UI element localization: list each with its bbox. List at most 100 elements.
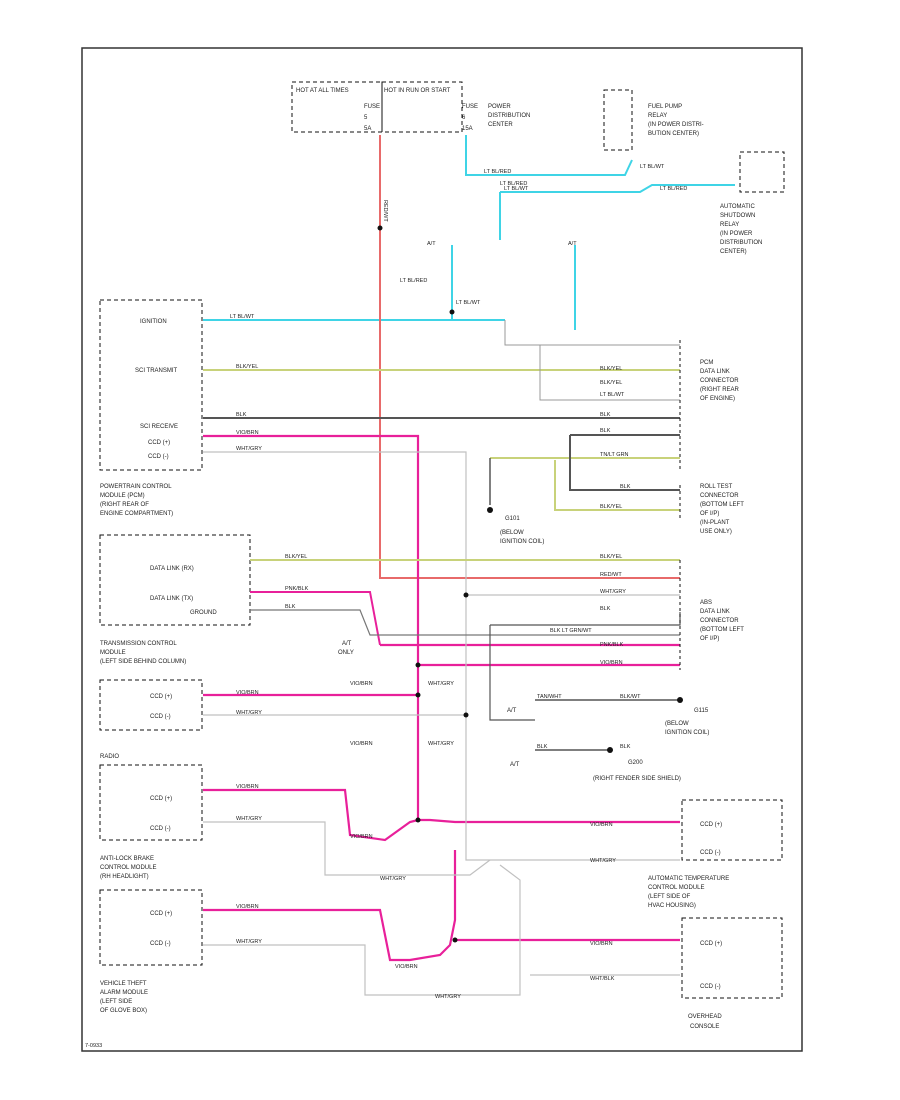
right-module-bottom: CCD (+) CCD (-) (681, 917, 783, 999)
svg-text:WHT/GRY: WHT/GRY (380, 876, 406, 882)
svg-text:WHT/GRY: WHT/GRY (428, 741, 454, 747)
svg-text:(BOTTOM LEFT: (BOTTOM LEFT (700, 627, 744, 633)
svg-text:WHT/GRY: WHT/GRY (435, 994, 461, 1000)
svg-text:WHT/GRY: WHT/GRY (600, 589, 626, 595)
svg-text:G101: G101 (505, 516, 520, 522)
right-module-top: CCD (+) CCD (-) (681, 799, 783, 861)
ccd-plus-bus (203, 434, 680, 962)
svg-text:WHT/GRY: WHT/GRY (428, 681, 454, 687)
svg-text:ENGINE COMPARTMENT): ENGINE COMPARTMENT) (100, 511, 173, 517)
pcm-pin-ccd-minus: CCD (-) (148, 454, 169, 460)
svg-text:FUEL PUMP: FUEL PUMP (648, 104, 682, 110)
fuse-box-left: HOT AT ALL TIMES FUSE 5 5A (291, 81, 383, 133)
svg-text:BLK LT GRN/WT: BLK LT GRN/WT (550, 628, 592, 634)
svg-text:A/T: A/T (507, 708, 517, 714)
power-distribution-center-label: POWER DISTRIBUTION CENTER (488, 104, 530, 128)
svg-text:(BELOW: (BELOW (665, 721, 689, 727)
svg-text:CCD (+): CCD (+) (700, 941, 722, 947)
fuse-left-rating: 5A (364, 126, 371, 132)
svg-text:TN/LT GRN: TN/LT GRN (600, 452, 629, 458)
fuse-left-caption: HOT AT ALL TIMES (296, 88, 349, 94)
tcm-module: TRANSMISSION CONTROL MODULE (LEFT SIDE B… (99, 641, 203, 731)
svg-text:CCD (+): CCD (+) (150, 694, 172, 700)
ccd-minus-bus (203, 451, 680, 996)
svg-text:BLK: BLK (537, 744, 548, 750)
splice-points (377, 225, 469, 943)
abs-data-link-connector: ABS DATA LINK CONNECTOR (BOTTOM LEFT OF … (679, 560, 744, 670)
sci-transmit-wire (203, 369, 680, 511)
svg-text:GROUND: GROUND (190, 610, 217, 616)
svg-text:OF ENGINE): OF ENGINE) (700, 396, 735, 402)
svg-text:(RIGHT REAR: (RIGHT REAR (700, 387, 740, 393)
svg-text:LT BL/WT: LT BL/WT (600, 392, 625, 398)
svg-text:POWER: POWER (488, 104, 511, 110)
ignition-wire-labels: LT BL/RED LT BL/WT LT BL/WT LT BL/RED LT… (230, 164, 687, 320)
atc-module-label: AUTOMATIC TEMPERATURE CONTROL MODULE (LE… (648, 876, 729, 909)
svg-text:RADIO: RADIO (100, 754, 119, 760)
svg-text:DATA LINK: DATA LINK (700, 609, 730, 615)
svg-text:VIO/BRN: VIO/BRN (236, 430, 259, 436)
svg-text:BLK: BLK (600, 428, 611, 434)
svg-text:CCD (-): CCD (-) (150, 714, 171, 720)
svg-text:DATA LINK (TX): DATA LINK (TX) (150, 596, 193, 602)
svg-text:TRANSMISSION CONTROL: TRANSMISSION CONTROL (100, 641, 177, 647)
svg-text:VIO/BRN: VIO/BRN (590, 941, 613, 947)
svg-text:A/T: A/T (427, 241, 436, 247)
svg-text:A/T: A/T (568, 241, 577, 247)
svg-text:(LEFT SIDE: (LEFT SIDE (100, 999, 132, 1005)
pcm-pin-ignition: IGNITION (140, 319, 167, 325)
svg-text:VIO/BRN: VIO/BRN (236, 784, 259, 790)
svg-text:VIO/BRN: VIO/BRN (236, 690, 259, 696)
svg-text:OF GLOVE BOX): OF GLOVE BOX) (100, 1008, 147, 1014)
ground-g200: G200 (RIGHT FENDER SIDE SHIELD) A/T (510, 747, 681, 782)
svg-text:WHT/GRY: WHT/GRY (236, 939, 262, 945)
svg-text:A/T: A/T (342, 641, 352, 647)
svg-text:SHUTDOWN: SHUTDOWN (720, 213, 755, 219)
svg-text:IGNITION COIL): IGNITION COIL) (665, 730, 709, 736)
svg-text:ALARM MODULE: ALARM MODULE (100, 990, 148, 996)
automatic-shutdown-relay: AUTOMATIC SHUTDOWN RELAY (IN POWER DISTR… (720, 151, 785, 255)
svg-text:BLK: BLK (236, 412, 247, 418)
svg-text:(LEFT SIDE OF: (LEFT SIDE OF (648, 894, 691, 900)
abs-module: ANTI-LOCK BRAKE CONTROL MODULE (RH HEADL… (99, 856, 203, 1014)
svg-text:ROLL TEST: ROLL TEST (700, 484, 733, 490)
svg-text:A/T: A/T (510, 762, 520, 768)
fuse-box-right: HOT IN RUN OR START FUSE 6 15A (381, 81, 478, 133)
red-wire-label: RED/WT (382, 200, 388, 222)
pcm-module: IGNITION SCI TRANSMIT SCI RECEIVE CCD (+… (99, 299, 203, 517)
svg-text:CONTROL MODULE: CONTROL MODULE (648, 885, 704, 891)
svg-text:BLK: BLK (600, 606, 611, 612)
ccd-wire-side-labels: VIO/BRN WHT/GRY VIO/BRN WHT/GRY WHT/GRY … (350, 681, 616, 1000)
svg-text:BUTION CENTER): BUTION CENTER) (648, 131, 699, 137)
svg-text:CONNECTOR: CONNECTOR (700, 618, 739, 624)
svg-text:CCD (-): CCD (-) (150, 826, 171, 832)
svg-text:VIO/BRN: VIO/BRN (350, 681, 373, 687)
svg-text:VIO/BRN: VIO/BRN (590, 822, 613, 828)
svg-text:OF I/P): OF I/P) (700, 511, 719, 517)
svg-text:CCD (+): CCD (+) (150, 911, 172, 917)
svg-text:(RH HEADLIGHT): (RH HEADLIGHT) (100, 874, 149, 880)
svg-text:(IN-PLANT: (IN-PLANT (700, 520, 730, 526)
svg-text:CONTROL MODULE: CONTROL MODULE (100, 865, 156, 871)
overhead-console-label: OVERHEAD CONSOLE (688, 1014, 722, 1030)
pcm-connector-link (504, 320, 680, 401)
data-link-module: DATA LINK (RX) DATA LINK (TX) GROUND (99, 534, 251, 626)
svg-text:BLK/YEL: BLK/YEL (600, 504, 622, 510)
svg-text:CCD (+): CCD (+) (700, 822, 722, 828)
svg-text:OVERHEAD: OVERHEAD (688, 1014, 722, 1020)
svg-text:ONLY: ONLY (338, 650, 354, 656)
svg-text:RELAY: RELAY (648, 113, 667, 119)
ground-g101: G101 (BELOW IGNITION COIL) (487, 458, 544, 545)
data-link-wire-labels: BLK/YEL BLK VIO/BRN WHT/GRY BLK/YEL BLK/… (236, 181, 641, 945)
svg-text:WHT/BLK: WHT/BLK (590, 976, 615, 982)
svg-text:(BOTTOM LEFT: (BOTTOM LEFT (700, 502, 744, 508)
fuse-right-rating: 15A (462, 126, 473, 132)
svg-text:DISTRIBUTION: DISTRIBUTION (488, 113, 530, 119)
svg-text:CONNECTOR: CONNECTOR (700, 493, 739, 499)
svg-text:(RIGHT FENDER SIDE SHIELD): (RIGHT FENDER SIDE SHIELD) (593, 776, 681, 782)
svg-text:CONNECTOR: CONNECTOR (700, 378, 739, 384)
svg-text:VIO/BRN: VIO/BRN (350, 834, 373, 840)
svg-text:PCM: PCM (700, 360, 713, 366)
svg-text:(IN POWER: (IN POWER (720, 231, 753, 237)
